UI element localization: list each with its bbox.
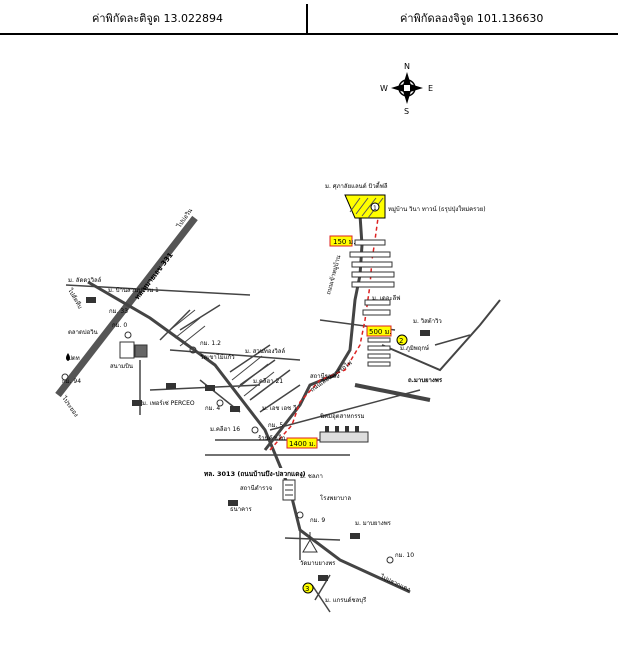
village7-label: ม. เอช เอช วี [262, 404, 296, 412]
shop-label: ร้านค้าเล็ก [258, 433, 286, 442]
project-number: 1 [373, 205, 377, 212]
km4-label: กม. 4 [205, 405, 220, 412]
bank-label: ธนาคาร [230, 506, 253, 513]
gas-station-icon [66, 353, 70, 361]
svg-text:3: 3 [305, 585, 309, 593]
km5-label: กม. 5 [268, 422, 283, 429]
hospital-label: โรงพยาบาล [320, 494, 351, 502]
to-pluak-daeng-label: ไปปลวกแดง [378, 572, 411, 593]
svg-text:150 ม.: 150 ม. [333, 238, 355, 246]
km-marker-icon [216, 399, 224, 407]
km-marker-icon [296, 511, 304, 519]
km-marker-icon [251, 426, 259, 434]
inner-road-label: ถนนเข้าหมู่บ้าน [325, 255, 342, 296]
village1-label: ม. บ้านสวนบ่อวิน 1 [108, 287, 159, 294]
km0-label: กม. 0 [112, 322, 127, 329]
gas-label: ปตท [68, 355, 80, 362]
shop-icon [230, 406, 240, 412]
compass-e: E [428, 84, 433, 93]
village9-label: ม. วิสต้าวิว [413, 318, 442, 325]
km94-label: กม. 94 [62, 378, 81, 385]
school-label: สนามบิน [110, 363, 133, 370]
village5-label: ม. แกรนด์ชลบุรี [325, 596, 367, 604]
shop-icon [318, 575, 328, 581]
building-icon [282, 479, 296, 501]
factory-icon [319, 426, 369, 443]
village4-label: ม. มาบยางพร [355, 520, 392, 527]
shop-icon [132, 400, 142, 406]
market-label: ตลาดบ่อวิน [68, 329, 98, 336]
to-chonburi-label: ไประยอง [60, 394, 81, 419]
village-top-label: ม. ศุภาลัยแลนด์ บิวตี้ฟลี [325, 180, 388, 190]
main-east-label: ถ.มาบยางพร [408, 377, 443, 384]
village2-label: ม. ลัดดาวิลล์ [68, 276, 102, 284]
shop-icon [228, 500, 238, 506]
housing-blocks [349, 239, 395, 367]
svg-text:500 ม.: 500 ม. [369, 328, 391, 336]
svg-text:1400 ม.: 1400 ม. [289, 440, 316, 448]
km10-label: กม. 10 [395, 552, 414, 559]
route-line [269, 217, 379, 451]
perceo-label: ม. เพอร์เซ่ PERCEO [142, 399, 195, 407]
7eleven-label: สถานีขนส่ง [310, 372, 340, 380]
shop-icon [420, 330, 430, 336]
km-marker-icon [189, 346, 197, 354]
shop-icon [205, 385, 215, 391]
road-3013-label: ทล. 3013 (ถนนบ้านบึง-ปลวกแดง) [203, 468, 306, 478]
longitude-label: ค่าพิกัดลองจิจูด 101.136630 [400, 12, 544, 25]
shop-icon [350, 533, 360, 539]
km16-label: ม.คลีฮา 16 [210, 425, 240, 433]
grid-tracts [169, 309, 275, 397]
km9-label: กม. 9 [310, 517, 325, 524]
building-icon [119, 341, 148, 359]
shop-icon [86, 297, 96, 303]
km-marker-icon [386, 556, 394, 564]
village3-label: ม.ภูมิพฤกษ์ [400, 344, 429, 352]
to-rayong-label: ไปสัตหีบ [66, 286, 85, 310]
village10-label: ม. เดอะลีฟ [372, 294, 400, 302]
temple-icon [302, 532, 318, 553]
svg-text:2: 2 [399, 337, 403, 345]
village8-label: ม. ชลภา [300, 473, 323, 480]
distance-label-1400: 1400 ม. [286, 437, 318, 449]
distance-label-150: 150 ม. [329, 235, 355, 247]
project-label: หมู่บ้าน วินา ทาวน์ (ธรุปปุ่งใหม่ครวย) [388, 205, 486, 213]
compass-n: N [404, 62, 410, 71]
km12-label: กม. 1.2 [200, 340, 221, 347]
factory-label: นิคมอุตสาหกรรม [320, 413, 365, 420]
km-marker-icon [61, 373, 69, 381]
shop-icon [166, 383, 176, 389]
marker-3: 3 [302, 582, 314, 594]
temple-label: วัดเขาไม้แก้ว [200, 353, 235, 361]
access-road [263, 199, 501, 451]
temple2-label: วัดมาบยางพร [300, 560, 336, 567]
latitude-label: ค่าพิกัดละติจูด 13.022894 [92, 12, 223, 25]
road-3013 [87, 280, 411, 594]
compass-icon: N S W E [380, 62, 433, 116]
coordinate-header: ค่าพิกัดละติจูด 13.022894 ค่าพิกัดลองจิจ… [0, 0, 618, 35]
village6-label: ม. สวนทองวิลล์ [245, 347, 285, 355]
marker-2: 2 [396, 334, 408, 346]
compass-w: W [380, 84, 388, 93]
highway-331 [55, 215, 198, 398]
svg-text:ทล. 3013 (ถนนบ้านบึง-ปลวกแดง): ทล. 3013 (ถนนบ้านบึง-ปลวกแดง) [204, 469, 306, 478]
km33-label: กม. 33 [109, 308, 128, 315]
km21-label: ม.คลีฮา 21 [253, 377, 283, 385]
police-label: สถานีตำรวจ [240, 484, 272, 492]
project-plot: 1 [344, 194, 386, 219]
distance-label-500: 500 ม. [366, 325, 392, 337]
km-marker-icon [124, 331, 132, 339]
compass-s: S [404, 107, 409, 116]
header-divider [306, 4, 308, 33]
